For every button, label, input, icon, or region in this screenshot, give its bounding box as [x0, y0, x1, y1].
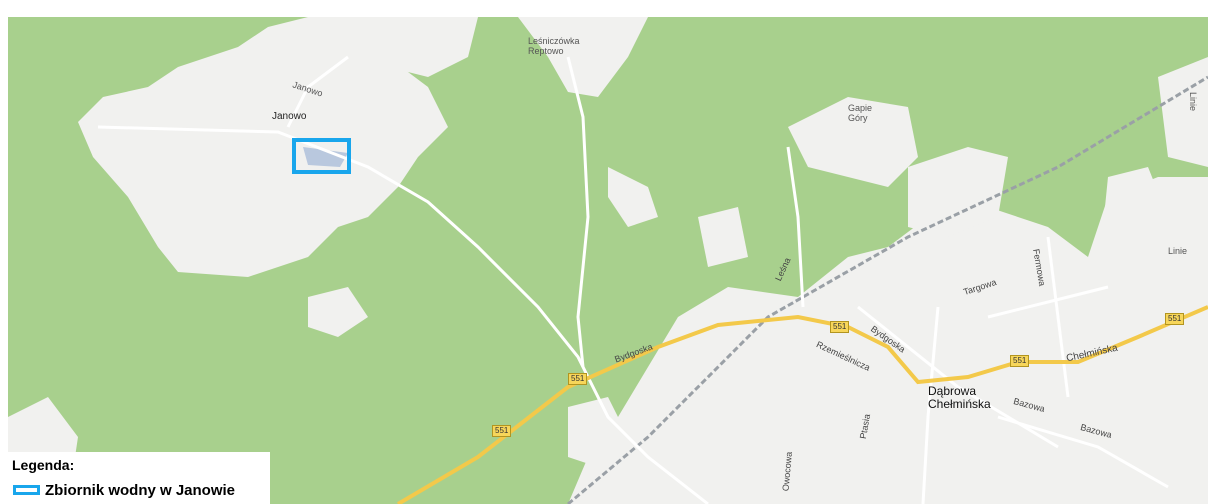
map-background — [8, 17, 1208, 504]
route-shield-551: 551 — [830, 321, 850, 333]
place-label-gapie-gory: Gapie Góry — [848, 103, 873, 123]
place-label-linie-right: Linie — [1168, 246, 1188, 256]
route-shield-551: 551 — [1165, 313, 1185, 325]
minor-roads — [97, 55, 1169, 504]
route-shield-551: 551 — [492, 425, 512, 437]
route-shield-551: 551 — [568, 373, 588, 385]
lake-janowo — [303, 147, 348, 167]
reservoir-highlight-box — [292, 138, 351, 174]
open-land-areas — [8, 17, 1208, 504]
legend-title: Legenda: — [12, 457, 75, 473]
legend-item-label: Zbiornik wodny w Janowie — [45, 482, 236, 499]
place-label-linie-top: Linie — [1188, 91, 1199, 112]
place-label-lesniczowka: Leśniczówka Reptowo — [528, 36, 580, 56]
legend-swatch-icon — [13, 485, 40, 495]
place-label-dabrowa: Dąbrowa Chełmińska — [928, 384, 991, 411]
place-label-janowo: Janowo — [272, 111, 307, 122]
map-canvas[interactable]: Janowo Janowo Leśniczówka Reptowo Gapie … — [8, 17, 1208, 504]
railway-line — [567, 75, 1208, 504]
map-legend: Legenda: Zbiornik wodny w Janowie — [8, 452, 270, 504]
route-shield-551: 551 — [1010, 355, 1030, 367]
